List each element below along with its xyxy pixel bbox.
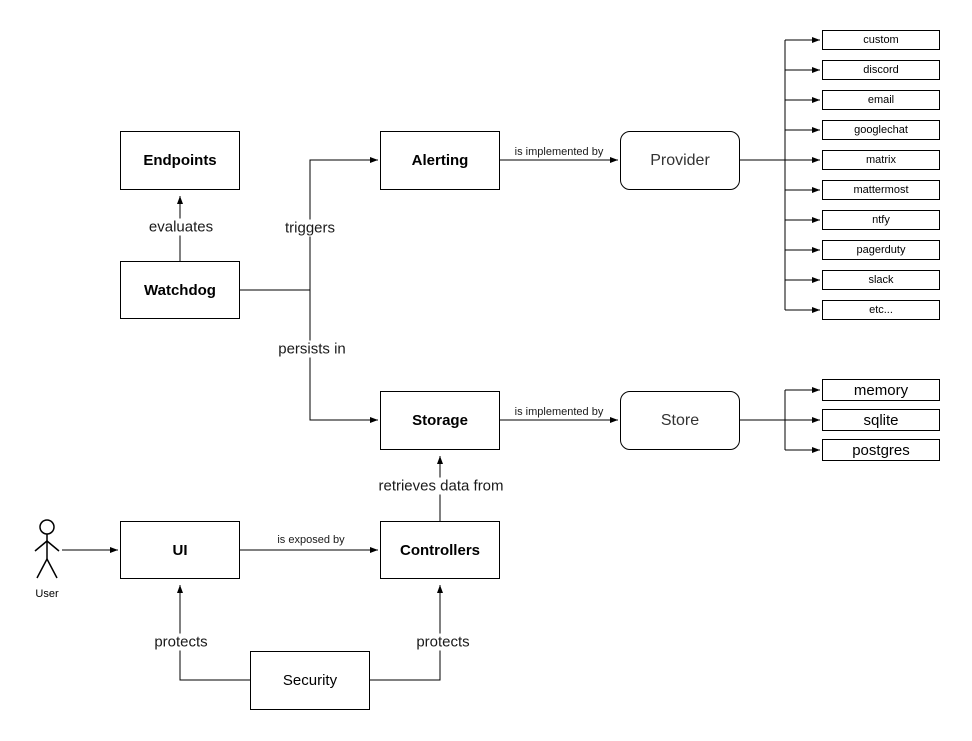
provider-impl-slack: slack bbox=[822, 270, 940, 290]
provider-impl-discord: discord bbox=[822, 60, 940, 80]
edge-persists-storage bbox=[309, 290, 378, 423]
edge-label-storage-implemented-by: is implemented by bbox=[511, 406, 607, 418]
node-provider: Provider bbox=[620, 131, 740, 190]
edge-label-alerting-implemented-by: is implemented by bbox=[511, 146, 607, 158]
provider-impl-custom: custom bbox=[822, 30, 940, 50]
edge-label-persists-in: persists in bbox=[275, 340, 349, 358]
edge-store-bus bbox=[740, 390, 786, 450]
node-store: Store bbox=[620, 391, 740, 450]
node-ui: UI bbox=[120, 521, 240, 579]
store-impl-postgres: postgres bbox=[822, 439, 940, 461]
provider-impl-email: email bbox=[822, 90, 940, 110]
edge-label-is-exposed-by: is exposed by bbox=[274, 534, 348, 546]
edge-provider-bus bbox=[740, 40, 786, 310]
node-storage: Storage bbox=[380, 391, 500, 450]
provider-impl-ntfy: ntfy bbox=[822, 210, 940, 230]
provider-impl-etc: etc... bbox=[822, 300, 940, 320]
user-actor-icon bbox=[34, 519, 60, 579]
node-alerting: Alerting bbox=[380, 131, 500, 190]
edge-security-ui bbox=[177, 585, 250, 681]
edge-label-protects-controllers: protects bbox=[413, 633, 473, 651]
node-controllers: Controllers bbox=[380, 521, 500, 579]
store-impl-memory: memory bbox=[822, 379, 940, 401]
provider-impl-googlechat: googlechat bbox=[822, 120, 940, 140]
node-watchdog: Watchdog bbox=[120, 261, 240, 319]
provider-impl-matrix: matrix bbox=[822, 150, 940, 170]
edge-label-triggers: triggers bbox=[281, 219, 339, 237]
edge-label-evaluates: evaluates bbox=[145, 218, 217, 236]
store-impl-sqlite: sqlite bbox=[822, 409, 940, 431]
edge-label-retrieves-data-from: retrieves data from bbox=[375, 477, 507, 495]
edge-security-controllers bbox=[370, 585, 443, 681]
user-actor-label: User bbox=[35, 588, 59, 600]
provider-impl-mattermost: mattermost bbox=[822, 180, 940, 200]
edge-label-protects-ui: protects bbox=[151, 633, 211, 651]
node-security: Security bbox=[250, 651, 370, 710]
node-endpoints: Endpoints bbox=[120, 131, 240, 190]
provider-impl-pagerduty: pagerduty bbox=[822, 240, 940, 260]
edge-triggers-alerting bbox=[309, 157, 378, 290]
